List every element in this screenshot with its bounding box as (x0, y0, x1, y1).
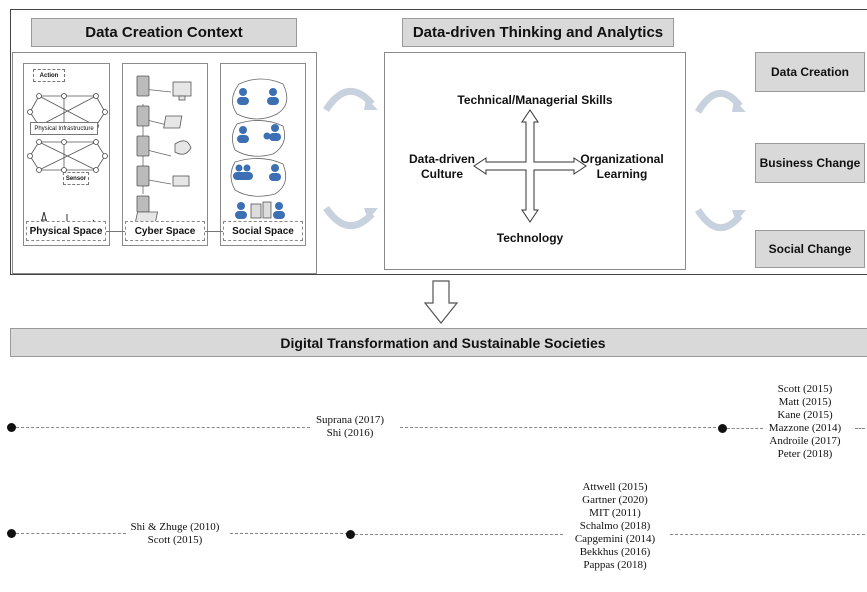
curved-arrow-icon (694, 89, 746, 114)
cyber-devices-illustration (134, 75, 192, 225)
cyber-space-label: Cyber Space (125, 221, 205, 241)
timeline-dot (718, 424, 727, 433)
analytics-panel (384, 52, 686, 270)
axis-label-left: Data-driven Culture (408, 152, 476, 181)
social-space-label: Social Space (223, 221, 303, 241)
timeline-dash (16, 533, 126, 534)
down-arrow-icon (423, 280, 459, 324)
reference-group-row1-mid: Suprana (2017) Shi (2016) (315, 414, 385, 439)
person-icons (233, 88, 285, 219)
timeline-dash (670, 534, 865, 535)
physical-space-panel (23, 63, 110, 246)
reference-group-row1-right: Scott (2015) Matt (2015) Kane (2015) Maz… (768, 383, 842, 460)
axis-label-top: Technical/Managerial Skills (457, 93, 613, 107)
timeline-dash (230, 533, 348, 534)
physical-space-label: Physical Space (26, 221, 106, 241)
outcome-business-change: Business Change (755, 143, 865, 183)
top-section-frame (10, 9, 867, 275)
physical-cyber-connector (106, 231, 125, 232)
timeline-dot (7, 423, 16, 432)
timeline-dash (400, 427, 716, 428)
reference-group-row2-mid: Attwell (2015) Gartner (2020) MIT (2011)… (574, 481, 656, 571)
timeline-dash (355, 534, 563, 535)
social-people-illustration (230, 78, 288, 219)
context-header: Data Creation Context (31, 18, 297, 47)
timeline-dash (727, 428, 763, 429)
analytics-title: Data-driven Thinking and Analytics (412, 24, 664, 41)
analytics-header: Data-driven Thinking and Analytics (402, 18, 674, 47)
axis-label-bottom: Technology (496, 231, 564, 245)
server-icons (136, 75, 150, 213)
outcome-social-change: Social Change (755, 230, 865, 268)
transformation-title: Digital Transformation and Sustainable S… (280, 334, 606, 351)
physical-infrastructure-tag: Physical Infrastructure (30, 122, 98, 135)
curved-arrow-icon (323, 87, 378, 112)
reference-group-row2-left: Shi & Zhuge (2010) Scott (2015) (130, 521, 220, 546)
axis-label-right: Organizational Learning (580, 152, 664, 181)
cyber-social-connector (205, 231, 223, 232)
context-title: Data Creation Context (85, 24, 243, 41)
timeline-dash (16, 427, 310, 428)
cyber-space-panel (122, 63, 208, 246)
action-tag: Action (33, 69, 65, 82)
outcome-data-creation: Data Creation (755, 52, 865, 92)
timeline-dot (7, 529, 16, 538)
timeline-dot (346, 530, 355, 539)
social-space-panel (220, 63, 306, 246)
curved-arrow-icon (695, 208, 746, 231)
four-way-arrow-icon (473, 109, 587, 223)
physical-infrastructure-graph (27, 93, 108, 237)
transformation-bar: Digital Transformation and Sustainable S… (10, 328, 867, 357)
curved-arrow-icon (323, 205, 378, 230)
sensor-tag: Sensor (63, 172, 89, 185)
timeline-dash (855, 428, 865, 429)
